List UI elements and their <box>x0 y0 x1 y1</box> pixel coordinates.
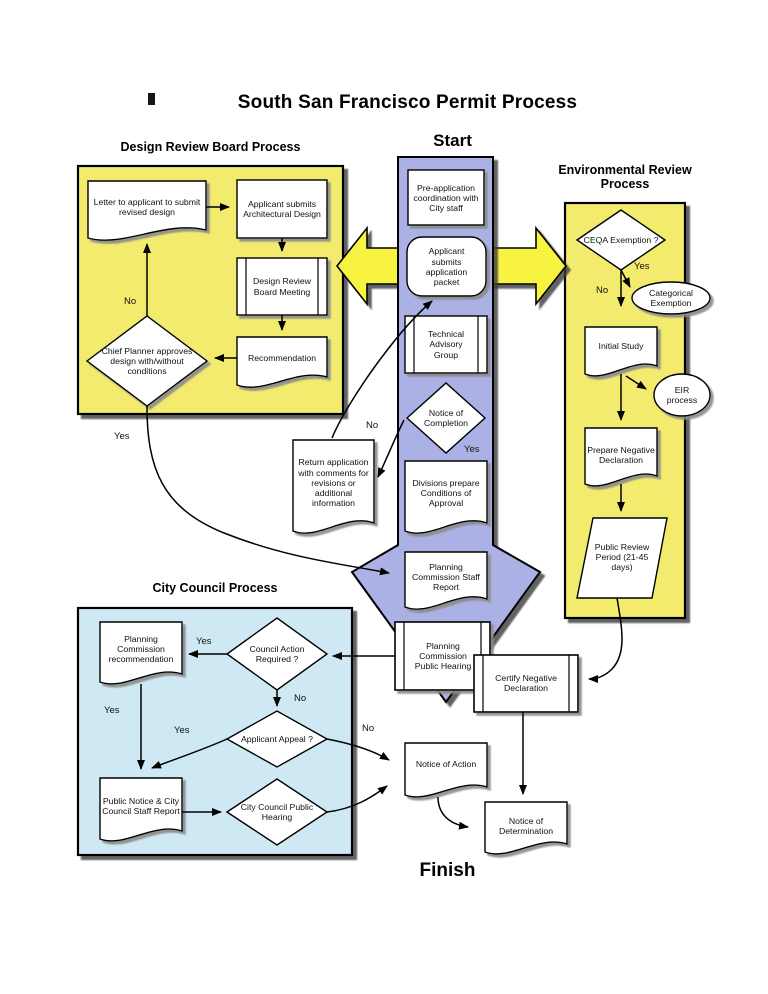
edge-completion-no-return <box>377 419 405 478</box>
prepare-negative-document <box>584 427 658 487</box>
technical-advisory-box <box>404 315 488 374</box>
public-review-parallelogram <box>576 517 668 599</box>
return-application-document <box>292 439 375 534</box>
initial-study-document <box>584 326 658 377</box>
ceqa-diamond <box>575 209 667 271</box>
notice-completion-diamond <box>405 382 487 454</box>
appeal-yes-label: Yes <box>174 725 190 736</box>
pc-recommendation-document <box>99 621 183 685</box>
notice-of-determination-document <box>484 801 568 855</box>
edge-noticeaction-determination <box>437 796 469 830</box>
notice-of-action-document <box>404 742 488 798</box>
chief-yes-label: Yes <box>114 431 130 442</box>
drb-meeting-box <box>236 257 328 316</box>
public-notice-document <box>99 777 183 842</box>
edge-review-certify <box>588 597 623 683</box>
edge-ceqa-yes-categorical <box>620 269 631 288</box>
completion-yes-label: Yes <box>464 444 480 455</box>
council-yes-label: Yes <box>196 636 212 647</box>
edge-chief-yes-staffreport <box>146 405 390 576</box>
eir-process-ellipse <box>653 373 711 417</box>
ceqa-yes-label: Yes <box>634 261 650 272</box>
council-action-diamond <box>225 617 329 691</box>
appeal-no-label: No <box>362 723 375 734</box>
environmental-header: Environmental Review Process <box>558 163 692 191</box>
page-artifact <box>148 93 155 105</box>
architectural-box <box>236 179 328 239</box>
chief-no-label: No <box>124 296 137 307</box>
council-no-label: No <box>294 693 307 704</box>
certify-negative-box <box>473 654 579 713</box>
application-packet-box <box>406 236 487 297</box>
edge-return-packet <box>331 300 433 439</box>
edge-initial-eir <box>625 375 647 390</box>
edge-appeal-no-noticeaction <box>326 738 390 761</box>
categorical-exemption-ellipse <box>631 281 711 315</box>
pre-application-box <box>407 169 485 226</box>
recommendation-document <box>236 336 328 388</box>
letter-document <box>87 180 207 241</box>
edge-cchearing-noticeaction <box>326 785 388 813</box>
completion-no-label: No <box>366 420 379 431</box>
edge-appeal-yes-publicnotice <box>151 738 228 769</box>
chief-planner-diamond <box>85 315 209 407</box>
connectors <box>137 203 647 830</box>
page-title: South San Francisco Permit Process <box>237 92 578 113</box>
divisions-document <box>404 460 488 534</box>
ceqa-no-label: No <box>596 285 609 296</box>
recommendation-yes-label: Yes <box>104 705 120 716</box>
finish-label: Finish <box>419 860 476 881</box>
staff-report-document <box>404 551 488 610</box>
start-label: Start <box>433 131 472 150</box>
design-review-header: Design Review Board Process <box>120 140 301 154</box>
city-council-header: City Council Process <box>152 581 278 595</box>
